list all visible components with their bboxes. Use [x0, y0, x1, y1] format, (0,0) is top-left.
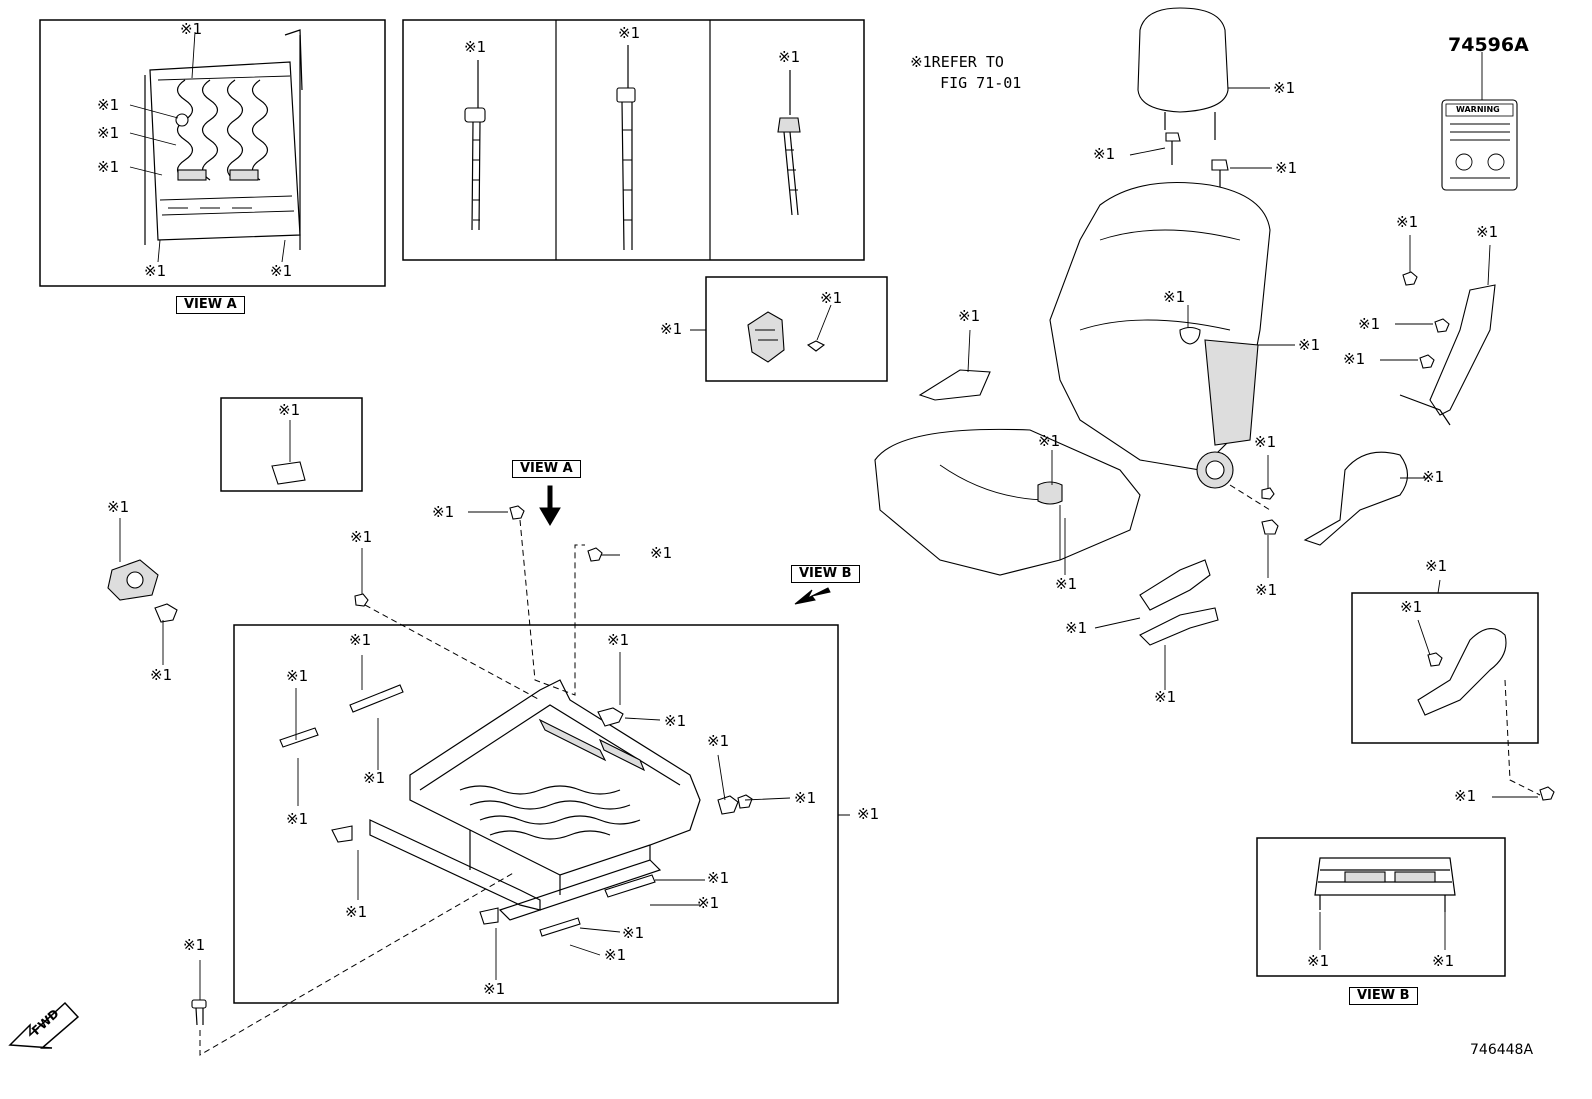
callout: ※1: [1343, 350, 1366, 368]
callout: ※1: [1273, 79, 1296, 97]
callout: ※1: [345, 903, 368, 921]
side-panel-part: [1380, 235, 1496, 426]
callout: ※1: [1163, 288, 1186, 306]
callout: ※1: [1154, 688, 1177, 706]
callout: ※1: [1454, 787, 1477, 805]
callout: ※1: [1422, 468, 1445, 486]
callout: ※1: [664, 712, 687, 730]
callout: ※1: [180, 20, 203, 38]
view-b-label-box: VIEW B: [1349, 987, 1418, 1005]
callout: ※1: [697, 894, 720, 912]
callout: ※1: [1425, 557, 1448, 575]
callout: ※1: [363, 769, 386, 787]
callout: ※1: [707, 869, 730, 887]
callout: ※1: [958, 307, 981, 325]
refer-note-line1: REFER TO: [931, 53, 1004, 71]
callout: ※1: [1358, 315, 1381, 333]
callout: ※1: [349, 631, 372, 649]
view-a-arrow: [539, 485, 561, 526]
refer-note-second: FIG 71-01: [922, 55, 1021, 93]
callout: ※1: [1432, 952, 1455, 970]
callout: ※1: [97, 96, 120, 114]
view-b-label-arrow: VIEW B: [791, 565, 860, 583]
callout: ※1: [1396, 213, 1419, 231]
callout: ※1: [1065, 619, 1088, 637]
callout: ※1: [660, 320, 683, 338]
view-b-arrow: [794, 587, 831, 605]
headrest-part: [1129, 7, 1272, 192]
callout: ※1: [270, 262, 293, 280]
seat-back-part: [1049, 181, 1295, 511]
callout: ※1: [183, 936, 206, 954]
callout: ※1: [607, 631, 630, 649]
callout: ※1: [1254, 433, 1277, 451]
figure-number: 746448A: [1470, 1042, 1534, 1058]
seat-track-box: [233, 519, 850, 1004]
callout: ※1: [820, 289, 843, 307]
left-bolt: [191, 871, 516, 1056]
clip-detail-box: [690, 276, 888, 382]
callout: ※1: [144, 262, 167, 280]
view-a-fasteners: [354, 505, 620, 607]
callout: ※1: [1038, 432, 1061, 450]
part-number: 74596A: [1448, 34, 1529, 56]
callout: ※1: [1307, 952, 1330, 970]
callout: ※1: [857, 805, 880, 823]
callout: ※1: [1093, 145, 1116, 163]
callout: ※1: [432, 503, 455, 521]
callout: ※1: [1255, 581, 1278, 599]
bracket-detail-box: [220, 397, 363, 492]
view-a-label-arrow: VIEW A: [512, 460, 581, 478]
callout: ※1: [1275, 159, 1298, 177]
callout: ※1: [278, 401, 301, 419]
callout: ※1: [483, 980, 506, 998]
view-a-detail-box: [39, 19, 386, 287]
recliner-cover-part: [1261, 451, 1428, 578]
bracket-parts-middle: [918, 329, 1219, 690]
refer-note: ※1REFER TO: [892, 34, 1004, 72]
callout: ※1: [350, 528, 373, 546]
callout: ※1: [97, 124, 120, 142]
knob-detail-box: [1351, 579, 1555, 801]
callout: ※1: [618, 24, 641, 42]
callout: ※1: [622, 924, 645, 942]
callout: ※1: [107, 498, 130, 516]
callout: ※1: [97, 158, 120, 176]
callout: ※1: [1400, 598, 1423, 616]
warning-label-part: [1441, 52, 1518, 191]
refer-note-line2: FIG 71-01: [940, 74, 1022, 92]
warning-label-text: WARNING: [1456, 105, 1500, 114]
fastener-detail-box: [402, 19, 865, 261]
view-b-detail-box: [1256, 837, 1506, 977]
callout: ※1: [707, 732, 730, 750]
callout: ※1: [650, 544, 673, 562]
callout: ※1: [778, 48, 801, 66]
left-bracket-part: [107, 518, 178, 665]
callout: ※1: [286, 667, 309, 685]
callout: ※1: [604, 946, 627, 964]
seat-cushion-part: [874, 428, 1141, 576]
callout: ※1: [1055, 575, 1078, 593]
callout: ※1: [150, 666, 173, 684]
view-a-label-box: VIEW A: [176, 296, 245, 314]
callout: ※1: [286, 810, 309, 828]
callout: ※1: [1298, 336, 1321, 354]
refer-note-mark: ※1: [910, 53, 932, 71]
callout: ※1: [794, 789, 817, 807]
callout: ※1: [1476, 223, 1499, 241]
callout: ※1: [464, 38, 487, 56]
fwd-arrow-icon: [8, 1001, 80, 1049]
